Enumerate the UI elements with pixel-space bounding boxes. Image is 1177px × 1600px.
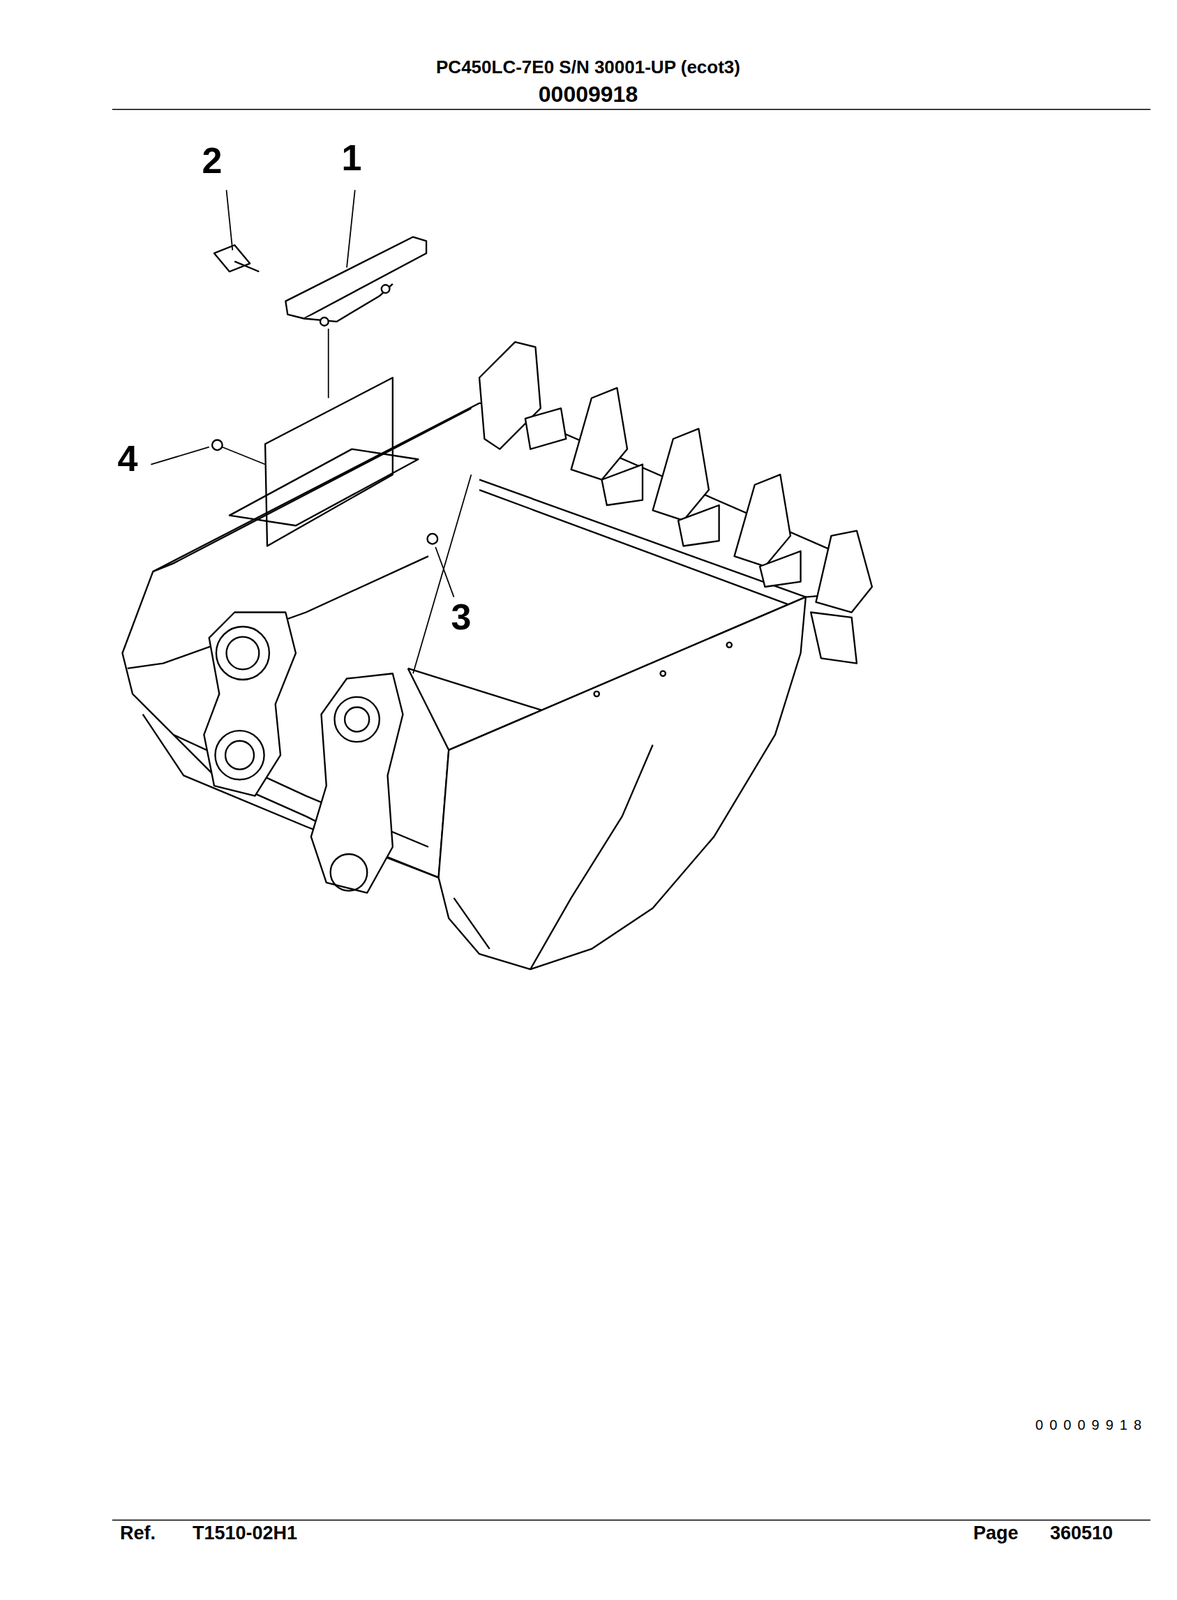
callout-number: 1 — [341, 138, 363, 178]
leader-lines — [150, 189, 471, 674]
callout-number: 2 — [202, 140, 223, 181]
sheet — [229, 449, 418, 527]
footer-label: Page — [973, 1523, 1019, 1544]
page-title: PC450LC-7E0 S/N 30001-UP (ecot3) — [436, 57, 741, 78]
footer-label: Ref. — [120, 1523, 156, 1544]
drawing-number: 00009918 — [538, 82, 638, 107]
washer — [212, 439, 223, 451]
header-rule — [112, 108, 1151, 110]
drawing-code: 00009918 — [1035, 1417, 1148, 1433]
callout-number: 4 — [117, 438, 139, 479]
callout-number: 3 — [451, 597, 472, 637]
page-number: 360510 — [1050, 1523, 1113, 1544]
reference-number: T1510-02H1 — [192, 1523, 298, 1544]
wear-plate — [285, 237, 427, 326]
footer-rule — [112, 1519, 1151, 1521]
bucket — [122, 341, 872, 970]
pin — [214, 244, 259, 272]
washer — [427, 533, 439, 545]
